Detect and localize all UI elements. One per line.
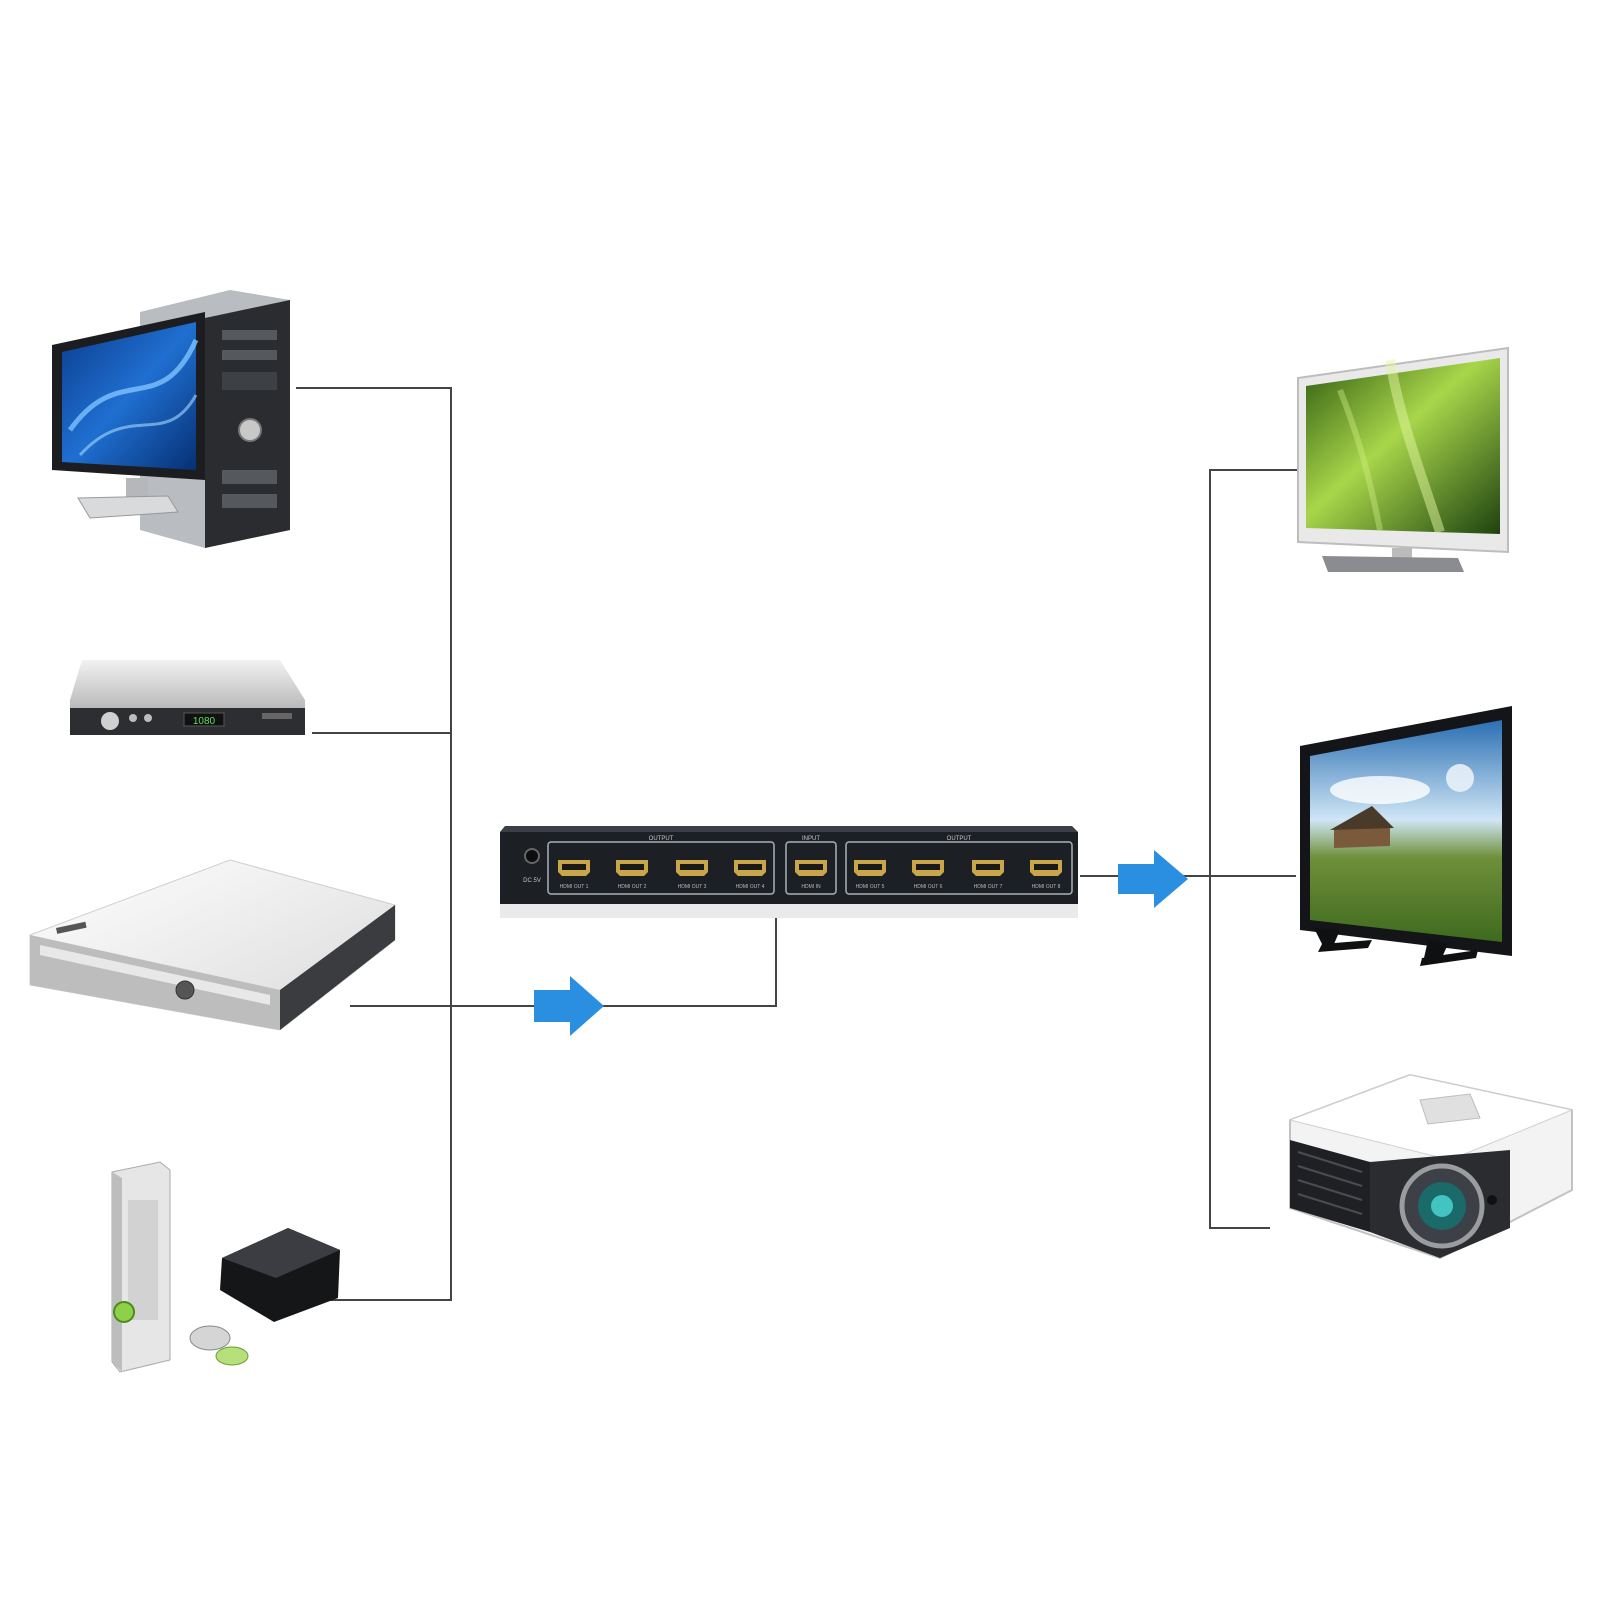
port-label: HDMI OUT 6: [914, 884, 943, 890]
power-label: DC 5V: [523, 878, 541, 884]
hdmi-splitter: DC 5V OUTPUT INPUT OUTPUT HDMI OUT 1 HDM…: [500, 826, 1078, 918]
game-consoles-icon: [111, 1161, 340, 1373]
dvd-drive-icon: [29, 859, 396, 1031]
hdmi-port: HDMI OUT 4: [734, 860, 766, 890]
port-label: HDMI OUT 8: [1032, 884, 1061, 890]
arrow-icon: [534, 976, 604, 1036]
port-label: HDMI IN: [801, 884, 821, 890]
flat-tv-icon: [1300, 706, 1512, 966]
display-bus-line: [1209, 469, 1298, 1229]
hdmi-port: HDMI OUT 3: [676, 860, 708, 890]
port-label: HDMI OUT 4: [736, 884, 765, 890]
set-top-box-display: 1080: [193, 716, 216, 727]
port-label: HDMI OUT 7: [974, 884, 1003, 890]
arrow-icon: [1118, 850, 1188, 908]
power-jack-icon: [524, 848, 540, 864]
hdmi-port: HDMI OUT 1: [558, 860, 590, 890]
projector-icon: [1288, 1073, 1574, 1260]
hdmi-port: HDMI OUT 6: [912, 860, 944, 890]
group-label-input: INPUT: [802, 836, 820, 842]
port-label: HDMI OUT 5: [856, 884, 885, 890]
hdmi-port: HDMI OUT 5: [854, 860, 886, 890]
desktop-computer-icon: [52, 290, 290, 548]
source-bus-line: [296, 387, 452, 1301]
hdmi-port: HDMI IN: [795, 860, 827, 890]
group-label-output-right: OUTPUT: [947, 836, 972, 842]
set-top-box-icon: 1080: [70, 660, 305, 735]
hdmi-port: HDMI OUT 7: [972, 860, 1004, 890]
line-to-splitter-input: [451, 918, 777, 1007]
hdmi-port: HDMI OUT 2: [616, 860, 648, 890]
port-label: HDMI OUT 2: [618, 884, 647, 890]
port-label: HDMI OUT 1: [560, 884, 589, 890]
port-label: HDMI OUT 3: [678, 884, 707, 890]
arrow-to-splitter-icon: [534, 976, 604, 1036]
group-label-output-left: OUTPUT: [649, 836, 674, 842]
arrow-to-displays-icon: [1118, 850, 1188, 908]
lcd-tv-icon: [1297, 346, 1509, 572]
hdmi-port: HDMI OUT 8: [1030, 860, 1062, 890]
